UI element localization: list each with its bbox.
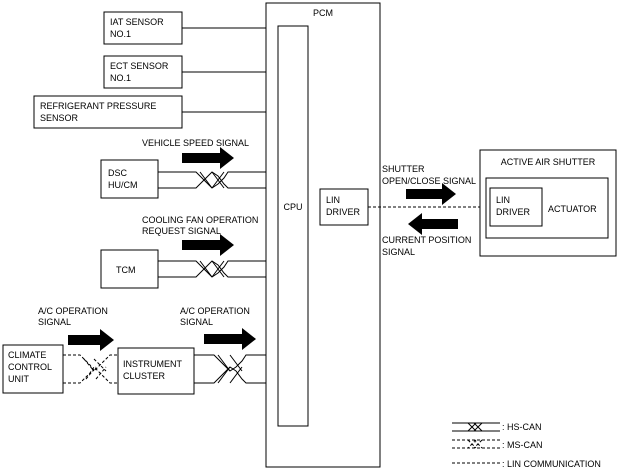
ac-operation-left-arrow xyxy=(68,329,114,351)
instrument-hs-can-twisted-pair xyxy=(194,354,266,384)
shutter-lin-driver-label-line2: DRIVER xyxy=(496,207,531,217)
refrigerant-sensor-label-line2: SENSOR xyxy=(40,113,79,123)
instrument-label-line1: INSTRUMENT xyxy=(123,359,182,369)
current-position-label-line2: SIGNAL xyxy=(382,247,415,257)
shutter-signal-label-line1: SHUTTER xyxy=(382,164,425,174)
climate-label-line3: UNIT xyxy=(8,374,29,384)
cpu-label: CPU xyxy=(283,202,302,212)
tcm-label: TCM xyxy=(116,265,136,275)
iat-sensor-label-line2: NO.1 xyxy=(110,29,131,39)
climate-control-unit-box xyxy=(2,344,64,394)
current-position-label-line1: CURRENT POSITION xyxy=(382,235,471,245)
legend-ms-can-label: : MS-CAN xyxy=(502,440,543,450)
ac-operation-right-arrow xyxy=(204,328,256,350)
pcm-lin-driver-box xyxy=(319,188,369,226)
tcm-box xyxy=(100,249,159,289)
current-position-arrow xyxy=(408,213,458,235)
refrigerant-sensor-label-line1: REFRIGERANT PRESSURE xyxy=(40,101,156,111)
iat-sensor-box xyxy=(103,11,183,45)
cpu-box xyxy=(277,25,309,427)
vehicle-speed-signal-label: VEHICLE SPEED SIGNAL xyxy=(142,138,249,148)
tcm-hs-can-twisted-pair xyxy=(158,260,266,278)
shutter-signal-label-line2: OPEN/CLOSE SIGNAL xyxy=(382,176,476,186)
legend-hs-can-symbol xyxy=(452,422,500,432)
ac-operation-left-label-line2: SIGNAL xyxy=(38,317,71,327)
iat-sensor-label-line1: IAT SENSOR xyxy=(110,17,164,27)
legend-ms-can-symbol xyxy=(452,439,500,449)
shutter-lin-driver-label-line1: LIN xyxy=(496,195,510,205)
ac-operation-right-label-line2: SIGNAL xyxy=(180,317,213,327)
shutter-signal-arrow xyxy=(406,183,456,205)
cooling-fan-arrow xyxy=(182,234,234,256)
pcm-lin-driver-label-line2: DRIVER xyxy=(326,207,361,217)
instrument-cluster-box xyxy=(117,347,195,395)
dsc-label-line2: HU/CM xyxy=(108,180,138,190)
legend-hs-can-label: : HS-CAN xyxy=(502,422,542,432)
pcm-lin-driver-label-line1: LIN xyxy=(326,195,340,205)
dsc-hs-can-twisted-pair xyxy=(158,171,266,189)
ac-operation-left-label-line1: A/C OPERATION xyxy=(38,306,108,316)
climate-label-line2: CONTROL xyxy=(8,362,52,372)
legend-lin-label: : LIN COMMUNICATION xyxy=(502,459,601,469)
vehicle-speed-arrow xyxy=(182,147,234,169)
ac-operation-right-label-line1: A/C OPERATION xyxy=(180,306,250,316)
climate-ms-can-twisted-pair xyxy=(63,354,118,384)
cooling-fan-signal-label-line1: COOLING FAN OPERATION xyxy=(142,215,258,225)
cooling-fan-signal-label-line2: REQUEST SIGNAL xyxy=(142,226,221,236)
instrument-label-line2: CLUSTER xyxy=(123,371,166,381)
pcm-title: PCM xyxy=(313,8,333,18)
ect-sensor-label-line2: NO.1 xyxy=(110,73,131,83)
legend: : HS-CAN : MS-CAN : LIN COMMUNICATION xyxy=(452,422,601,469)
dsc-label-line1: DSC xyxy=(108,168,128,178)
dsc-hucm-box xyxy=(100,159,159,199)
ect-sensor-label-line1: ECT SENSOR xyxy=(110,61,169,71)
climate-label-line1: CLIMATE xyxy=(8,350,46,360)
active-air-shutter-title: ACTIVE AIR SHUTTER xyxy=(501,157,596,167)
actuator-label: ACTUATOR xyxy=(548,204,597,214)
shutter-lin-driver-box xyxy=(489,187,543,227)
